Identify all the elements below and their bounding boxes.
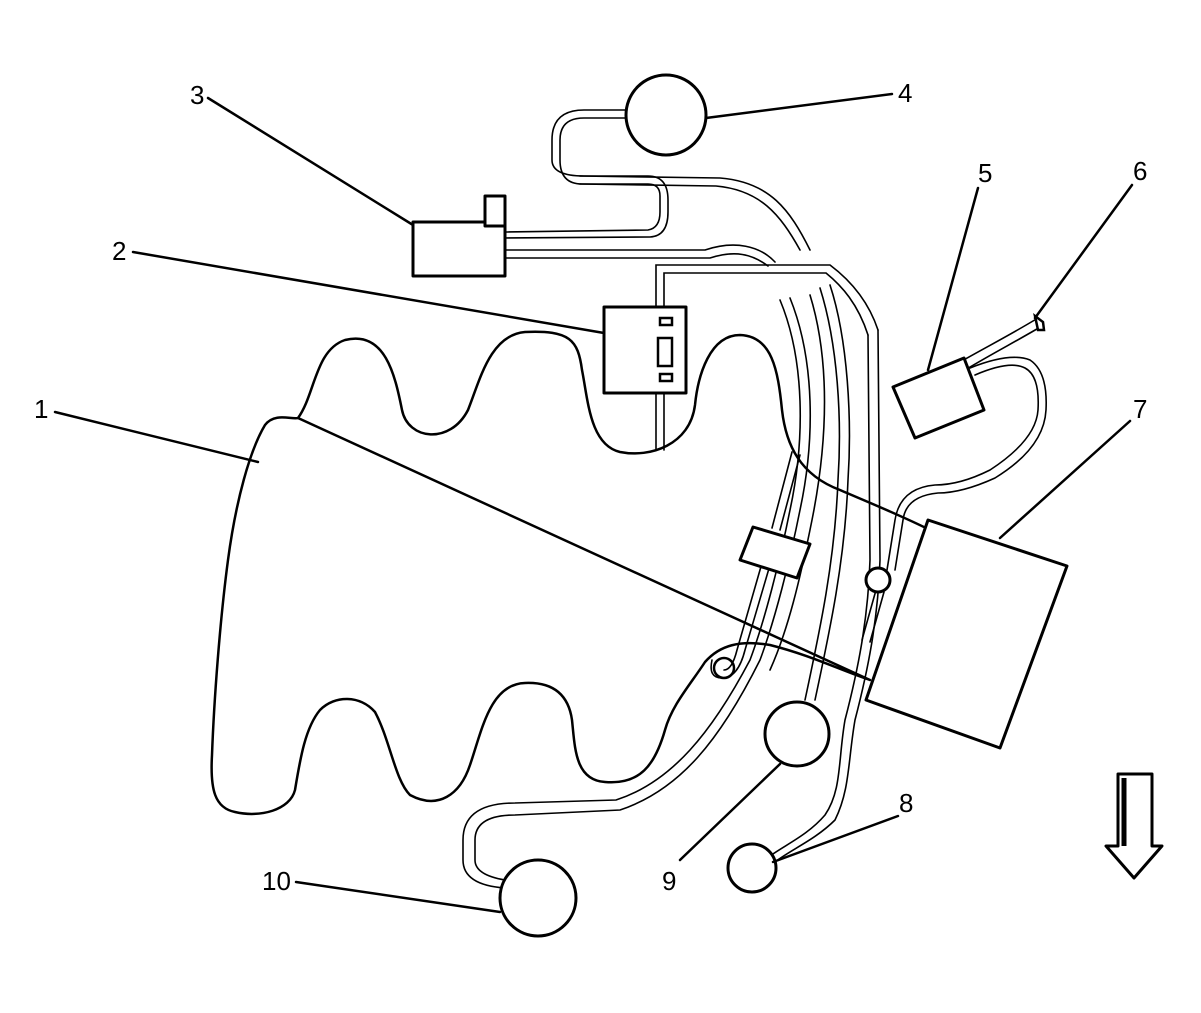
component-3-connector [411, 220, 507, 278]
component-5-connector [891, 356, 986, 440]
component-7-module [864, 518, 1069, 750]
harness-loop [712, 656, 736, 680]
component-2-pin-top [658, 316, 674, 327]
callout-6: 6 [1133, 156, 1147, 186]
callout-7: 7 [1133, 394, 1147, 424]
component-9-sensor [763, 700, 831, 768]
component-3-tab [483, 194, 507, 228]
callout-1: 1 [34, 394, 48, 424]
callout-9: 9 [662, 866, 676, 896]
callout-2: 2 [112, 236, 126, 266]
component-2-pin-bottom [658, 372, 674, 383]
component-6-wire-end [1033, 312, 1046, 332]
leader-lines [53, 92, 1134, 914]
engine-outline [210, 330, 932, 816]
callout-5: 5 [978, 158, 992, 188]
callout-10: 10 [262, 866, 291, 896]
component-8-sensor [726, 842, 778, 894]
component-2-module [602, 305, 688, 395]
harness-grommet [864, 566, 892, 594]
component-10-sensor [498, 858, 578, 938]
harness-wires [462, 109, 1047, 889]
callout-4: 4 [898, 78, 912, 108]
harness-clip [738, 525, 812, 580]
component-2-pin-middle [656, 336, 674, 368]
callout-8: 8 [899, 788, 913, 818]
down-arrow-icon [1104, 772, 1164, 880]
callout-3: 3 [190, 80, 204, 110]
component-4-sensor [624, 73, 708, 157]
